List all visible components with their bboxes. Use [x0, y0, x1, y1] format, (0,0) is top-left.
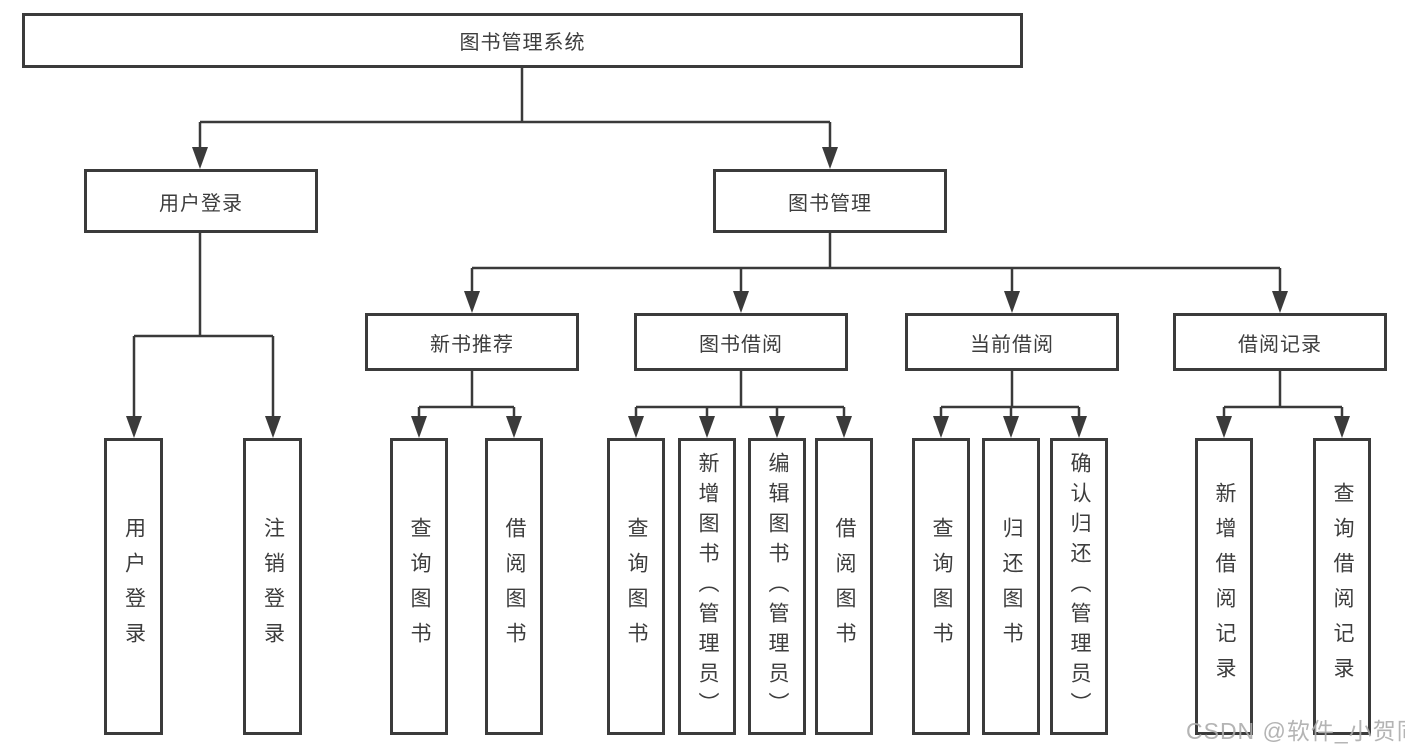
node-current-borrowing-label: 当前借阅 [970, 333, 1054, 356]
leaf-add-borrow-record-label: 新增借阅记录 [1213, 481, 1236, 692]
leaf-logout: 注销登录 [243, 438, 302, 735]
leaf-borrow-books-recommend: 借阅图书 [485, 438, 543, 735]
node-root-system: 图书管理系统 [22, 13, 1023, 68]
node-borrowing-records: 借阅记录 [1173, 313, 1387, 371]
node-book-management-branch: 图书管理 [713, 169, 947, 233]
leaf-user-login: 用户登录 [104, 438, 163, 735]
csdn-watermark: CSDN @软件_小贺同学 [1186, 718, 1405, 744]
leaf-add-books-admin: 新增图书（管理员） [678, 438, 736, 735]
node-user-login-branch: 用户登录 [84, 169, 318, 233]
node-current-borrowing: 当前借阅 [905, 313, 1119, 371]
node-new-book-recommendation-label: 新书推荐 [430, 333, 514, 356]
leaf-return-books: 归还图书 [982, 438, 1040, 735]
leaf-query-borrow-record: 查询借阅记录 [1313, 438, 1371, 735]
leaf-query-books-borrowing-label: 查询图书 [625, 516, 648, 657]
node-book-borrowing-label: 图书借阅 [699, 333, 783, 356]
leaf-borrow-books-recommend-label: 借阅图书 [503, 516, 526, 657]
leaf-confirm-return-admin-label: 确认归还（管理员） [1068, 451, 1091, 722]
node-borrowing-records-label: 借阅记录 [1238, 333, 1322, 356]
leaf-query-borrow-record-label: 查询借阅记录 [1331, 481, 1354, 692]
leaf-query-books-recommend-label: 查询图书 [408, 516, 431, 657]
leaf-add-books-admin-label: 新增图书（管理员） [696, 451, 719, 722]
leaf-edit-books-admin: 编辑图书（管理员） [748, 438, 806, 735]
node-book-management-label: 图书管理 [788, 192, 872, 215]
leaf-borrow-books-borrowing-label: 借阅图书 [833, 516, 856, 657]
leaf-query-books-current-label: 查询图书 [930, 516, 953, 657]
leaf-borrow-books-borrowing: 借阅图书 [815, 438, 873, 735]
node-new-book-recommendation: 新书推荐 [365, 313, 579, 371]
node-root-label: 图书管理系统 [459, 32, 586, 54]
leaf-logout-label: 注销登录 [261, 516, 285, 657]
node-book-borrowing: 图书借阅 [634, 313, 848, 371]
arrowheads [126, 147, 1350, 438]
leaf-query-books-recommend: 查询图书 [390, 438, 448, 735]
leaf-return-books-label: 归还图书 [1000, 516, 1023, 657]
node-user-login-label: 用户登录 [159, 192, 243, 215]
leaf-query-books-borrowing: 查询图书 [607, 438, 665, 735]
leaf-add-borrow-record: 新增借阅记录 [1195, 438, 1253, 735]
leaf-confirm-return-admin: 确认归还（管理员） [1050, 438, 1108, 735]
leaf-query-books-current: 查询图书 [912, 438, 970, 735]
leaf-edit-books-admin-label: 编辑图书（管理员） [766, 451, 789, 722]
leaf-user-login-label: 用户登录 [122, 516, 146, 657]
